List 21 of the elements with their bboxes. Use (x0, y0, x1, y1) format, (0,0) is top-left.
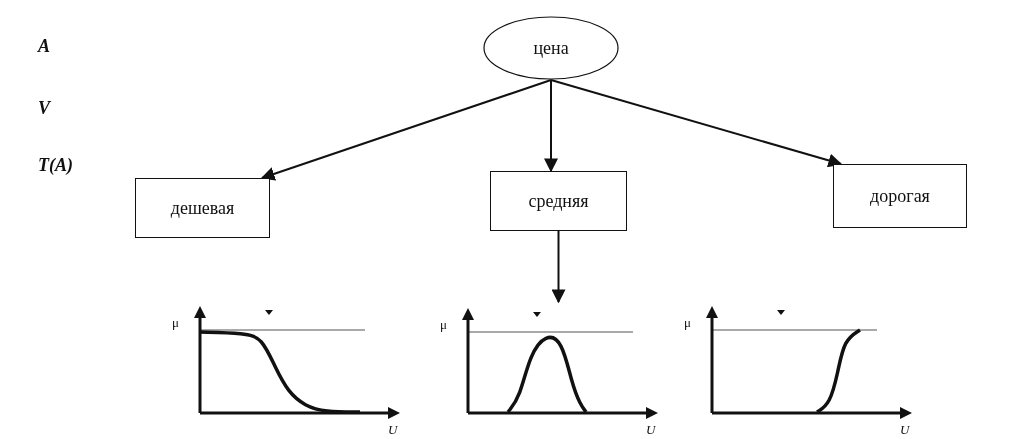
symbol-label: A (38, 36, 50, 57)
axis-label: U (646, 423, 656, 436)
axis-label: μ (440, 318, 447, 331)
node-text: цена (533, 37, 569, 59)
axis-label: U (388, 423, 398, 436)
node-text: средняя (528, 190, 589, 212)
arrow (551, 230, 566, 304)
node-text: дорогая (870, 185, 930, 207)
axis-label: U (900, 423, 910, 436)
term-box (490, 171, 627, 231)
ellipse-node (483, 16, 619, 80)
arrow (550, 79, 843, 168)
node-text: дешевая (170, 197, 235, 219)
symbol-label: V (38, 98, 50, 119)
arrow (260, 79, 552, 181)
arrow (544, 79, 558, 173)
term-box (833, 164, 967, 228)
axis-label: μ (684, 316, 691, 329)
term-box (135, 178, 270, 238)
axis-label: μ (172, 316, 179, 329)
symbol-label: T(A) (38, 155, 73, 176)
